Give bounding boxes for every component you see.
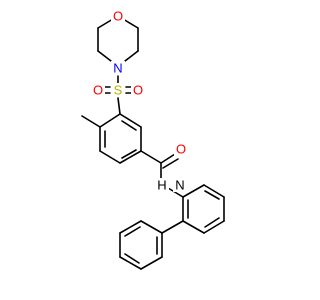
atom-label-oxygen: O bbox=[176, 142, 186, 157]
atom-label-layer: O N S O O O N H bbox=[91, 9, 188, 193]
atom-label-sulfur: S bbox=[114, 83, 123, 98]
bond bbox=[119, 220, 142, 234]
bond bbox=[99, 150, 121, 164]
atom-label-nitrogen: N bbox=[175, 178, 184, 193]
bond bbox=[124, 50, 139, 62]
bond bbox=[162, 158, 179, 169]
bond bbox=[121, 149, 137, 159]
molecule-canvas: O N S O O O N H bbox=[81, 9, 225, 270]
bond bbox=[160, 153, 176, 164]
bond bbox=[97, 50, 112, 62]
bond bbox=[117, 97, 121, 115]
bond bbox=[167, 187, 184, 198]
bond bbox=[119, 113, 142, 128]
bond bbox=[204, 217, 220, 228]
bond bbox=[161, 220, 184, 234]
bond bbox=[140, 150, 162, 164]
atom-label-hydrogen: H bbox=[157, 178, 166, 193]
bond bbox=[124, 226, 141, 237]
bond-layer bbox=[81, 15, 225, 270]
bond bbox=[81, 115, 101, 128]
bond bbox=[204, 190, 220, 200]
bond bbox=[99, 113, 121, 128]
bond bbox=[203, 220, 225, 234]
bond bbox=[203, 184, 225, 198]
bond bbox=[121, 120, 137, 131]
bond bbox=[119, 256, 142, 270]
bond bbox=[182, 220, 205, 234]
atom-label-oxygen: O bbox=[113, 9, 123, 24]
bond bbox=[182, 184, 205, 198]
atom-label-oxygen: O bbox=[93, 83, 103, 98]
molecule-structure: O N S O O O N H bbox=[81, 9, 225, 270]
bond bbox=[140, 256, 163, 270]
bond bbox=[119, 150, 142, 164]
atom-label-oxygen: O bbox=[133, 83, 143, 98]
bond bbox=[140, 220, 163, 234]
atom-label-nitrogen: N bbox=[113, 61, 122, 76]
bond bbox=[124, 253, 140, 264]
